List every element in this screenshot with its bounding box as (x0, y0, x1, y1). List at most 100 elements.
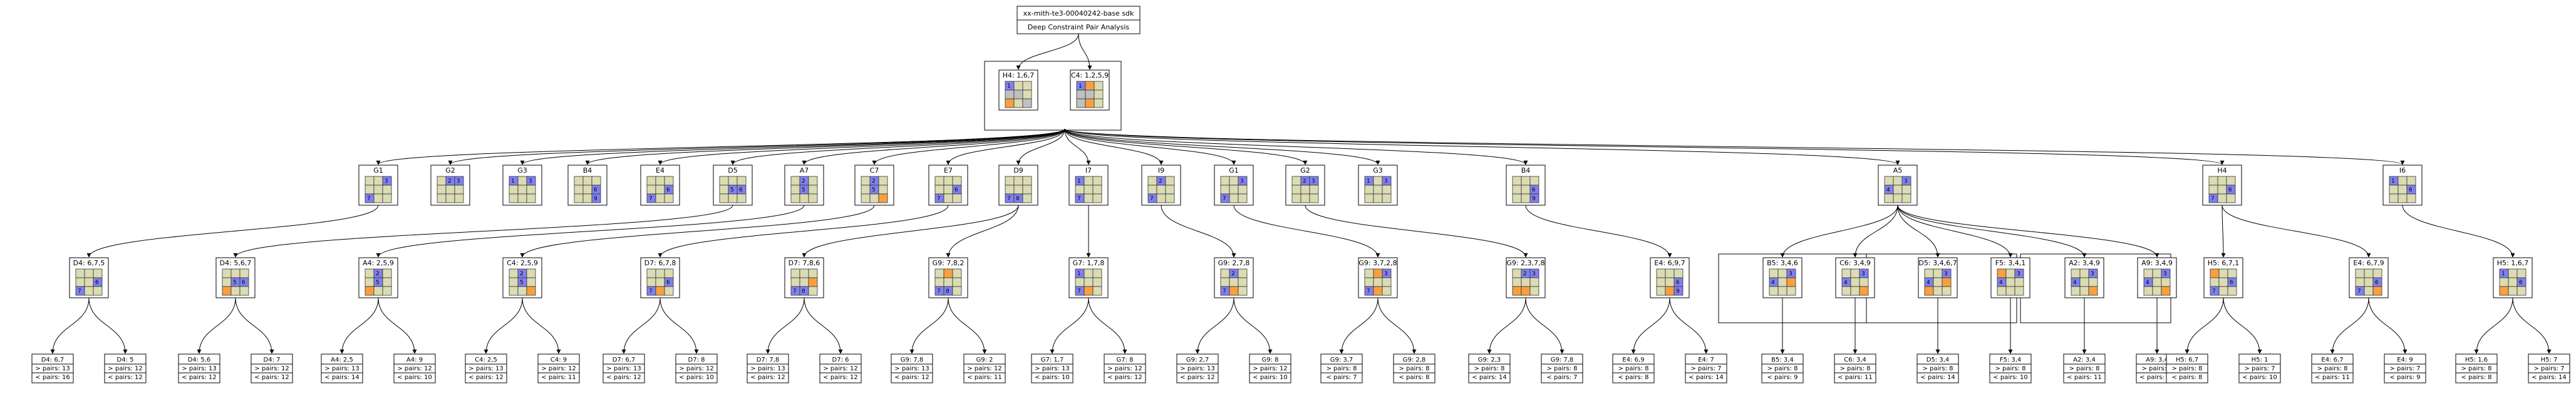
level1-node-G2a-cell (437, 176, 447, 186)
level2-node-L2s-cell (2218, 286, 2228, 296)
level1-node-G3b-cell (1373, 185, 1383, 195)
level2-node-L2a-cell (84, 277, 94, 287)
level1-node-I6a-cell (2398, 176, 2408, 186)
level2-node-L2h-cell (1075, 277, 1085, 287)
leaf-F33-line: E4: 6,7 (2321, 357, 2343, 363)
leaf-F7-line: C4: 2,5 (475, 357, 497, 363)
level1-node-G3b-cell (1364, 185, 1374, 195)
level1-node-E7a-cell (952, 176, 962, 186)
level2-node-L2p-cell (2005, 268, 2015, 278)
level2-node-L2k-cell (1512, 277, 1522, 287)
leaf-F6-line: A4: 9 (406, 357, 423, 363)
level2-node-L2h-cell (1092, 277, 1102, 287)
level2-node-L2u-label: H5: 1,6,7 (2497, 259, 2528, 267)
leaf-F1-line: D4: 6,7 (41, 357, 65, 363)
leaf-F5-line: > pairs: 13 (324, 365, 359, 372)
level2-node-L2p-cell-digit: 3 (2017, 271, 2020, 277)
level2-node-L2h-cell (1084, 286, 1094, 296)
edge-A5a-L2r (1897, 205, 2160, 258)
level1-node-A7a-label: A7 (800, 166, 809, 175)
leaf-F12-line: < pairs: 12 (823, 374, 857, 381)
edge-L2u-F35 (2474, 297, 2513, 354)
leaf-F32-line: < pairs: 10 (2242, 374, 2277, 381)
leaf-F14-line: G9: 2 (976, 357, 993, 363)
edge-L2s-F32 (2223, 297, 2262, 354)
edge-hub-A7a (802, 128, 1065, 165)
level2-node-L2q: A2: 3,4,934 (2064, 257, 2104, 298)
leaf-F20-line: > pairs: 8 (1399, 365, 1429, 372)
leaf-F22-line: G9: 7,8 (1551, 357, 1574, 363)
level2-node-L2g-cell (934, 268, 944, 278)
level2-node-L2u-cell (2499, 286, 2509, 296)
leaf-F2-line: D4: 5 (117, 357, 134, 363)
leaf-F9-box (603, 353, 645, 383)
level2-node-L2n-cell-digit: 4 (1844, 280, 1848, 286)
leaf-F28-line: > pairs: 8 (1995, 365, 2025, 372)
level1-node-G3a-cell (526, 193, 536, 203)
level1-node-B4a-cell-digit: 9 (594, 196, 597, 202)
edge-L2i-F18 (1233, 297, 1273, 354)
leaf-F8-line: > pairs: 12 (541, 365, 576, 372)
level2-node-L2m-cell (1786, 286, 1796, 296)
level2-node-L2g-cell (943, 268, 953, 278)
level2-node-L2f-cell (790, 277, 800, 287)
leaf-F22-line: > pairs: 8 (1546, 365, 1577, 372)
edge-hub-H4a (1064, 128, 2225, 165)
top-node-h4-cell (1005, 89, 1015, 99)
leaf-F36: H5: 7> pairs: 7< pairs: 14 (2528, 353, 2570, 383)
level2-node-L2g-cell (934, 277, 944, 287)
leaf-F23-line: < pairs: 8 (1618, 374, 1648, 381)
level2-node-L2h-cell (1084, 277, 1094, 287)
leaf-F4-line: > pairs: 12 (254, 365, 289, 372)
level2-node-L2b-cell (222, 277, 232, 287)
level2-node-L2r-cell-digit: 3 (2163, 271, 2167, 277)
level2-node-L2d: C4: 2,5,925 (502, 257, 542, 298)
level2-node-L2n-cell (1841, 268, 1851, 278)
level2-node-L2j-cell (1382, 277, 1392, 287)
level2-node-L2l-label: E4: 6,9,7 (1654, 259, 1685, 267)
leaf-F6-line: > pairs: 12 (397, 365, 432, 372)
level1-node-B4a-cell (574, 185, 584, 195)
top-node-h4-cell-digit: 1 (1007, 83, 1011, 89)
level1-node-G1b-cell (1229, 185, 1239, 195)
level1-node-B4a-cell (591, 193, 601, 203)
level1-node-E7a-cell (943, 176, 953, 186)
leaf-F18-box (1249, 353, 1291, 383)
top-node-h4-cell (1022, 89, 1032, 99)
level2-node-L2c-cell-digit: 5 (376, 280, 380, 286)
level1-node-I7a-cell (1092, 193, 1102, 203)
level1-node-E7a-cell (934, 185, 944, 195)
edge-L2f-F11 (765, 297, 805, 354)
leaf-F13-line: > pairs: 13 (894, 365, 929, 372)
level2-node-L2n-cell (1841, 286, 1851, 296)
edge-L2s-F31 (2185, 297, 2224, 354)
leaf-F18: G9: 8> pairs: 12< pairs: 10 (1249, 353, 1291, 383)
leaf-F17-line: G9: 2,7 (1186, 357, 1209, 363)
leaf-F7-line: > pairs: 13 (468, 365, 503, 372)
edge-A5a-L2p (1897, 205, 2013, 258)
leaf-F25: B5: 3,4> pairs: 8< pairs: 9 (1761, 353, 1804, 383)
edge-D9a-L2g (946, 205, 1019, 258)
level1-node-G3b-cell-digit: 3 (1384, 178, 1388, 185)
level1-node-A7a-cell (790, 193, 800, 203)
level1-node-G3a-cell-digit: 3 (529, 178, 532, 185)
leaf-F34: E4: 9> pairs: 7< pairs: 9 (2384, 353, 2426, 383)
level1-node-E7a-cell (934, 176, 944, 186)
level1-node-D9a-cell (1013, 176, 1023, 186)
level1-node-C7a-cell (861, 185, 871, 195)
leaf-F12-line: D7: 6 (832, 357, 849, 363)
level1-node-G2a-cell (454, 193, 464, 203)
leaf-F11: D7: 7,8> pairs: 13< pairs: 12 (747, 353, 789, 383)
level2-node-L2e-label: D7: 6,7,8 (644, 259, 676, 267)
level2-node-L2q-cell (2079, 277, 2089, 287)
level2-node-L2t-cell-digit: 7 (2357, 288, 2361, 295)
level1-node-D9a-cell (1022, 193, 1032, 203)
level2-node-L2t-cell (2364, 286, 2374, 296)
level1-node-G1a-cell-digit: 7 (367, 196, 371, 202)
